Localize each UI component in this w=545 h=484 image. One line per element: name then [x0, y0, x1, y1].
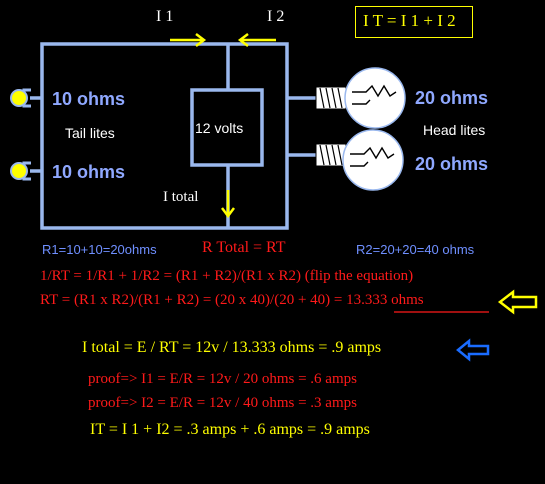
outer-loop-wire — [40, 42, 289, 230]
head-lites-label: Head lites — [423, 122, 486, 138]
formula-box — [355, 6, 473, 38]
arrow-i2 — [237, 33, 276, 47]
r-total-summary: R Total = RT — [202, 239, 286, 256]
arrow-i-total — [221, 190, 235, 219]
arrow-i1 — [170, 33, 207, 47]
equation-rt-result: 13.333 ohms — [346, 292, 424, 308]
tail-resistor-2-label: 10 ohms — [52, 162, 126, 182]
tail-lites-label: Tail lites — [65, 125, 115, 141]
battery-box — [190, 88, 264, 167]
tail-lamp-1 — [10, 88, 31, 108]
i-total-label: I total — [163, 189, 199, 205]
i1-label: I 1 — [156, 8, 174, 25]
head-resistor-1-label: 20 ohms — [415, 88, 489, 108]
head-resistor-2-label: 20 ohms — [415, 154, 489, 174]
i2-label: I 2 — [267, 8, 285, 25]
formula-box-text: I T = I 1 + I 2 — [363, 11, 456, 30]
equation-it-sum: IT = I 1 + I2 = .3 amps + .6 amps = .9 a… — [90, 421, 370, 438]
equation-rt-prefix: RT = (R1 x R2)/(R1 + R2) = (20 x 40)/(20… — [40, 292, 347, 308]
equation-rt: RT = (R1 x R2)/(R1 + R2) = (20 x 40)/(20… — [40, 292, 424, 309]
head-bulb-2 — [315, 129, 404, 191]
head-bulb-1 — [315, 67, 406, 129]
yellow-pointer-arrow — [497, 289, 538, 315]
proof-i1: proof=> I1 = E/R = 12v / 20 ohms = .6 am… — [88, 371, 357, 387]
proof-i2: proof=> I2 = E/R = 12v / 40 ohms = .3 am… — [88, 395, 357, 411]
r2-summary: R2=20+20=40 ohms — [356, 242, 475, 257]
equation-i-total: I total = E / RT = 12v / 13.333 ohms = .… — [82, 339, 382, 356]
tail-lamp-2 — [10, 161, 31, 181]
blue-pointer-arrow — [456, 338, 490, 362]
circuit-wires — [30, 42, 318, 230]
tail-resistor-1-label: 10 ohms — [52, 89, 126, 109]
equation-reciprocal: 1/RT = 1/R1 + 1/R2 = (R1 + R2)/(R1 x R2)… — [40, 268, 414, 284]
r1-summary: R1=10+10=20ohms — [42, 242, 157, 257]
source-voltage-label: 12 volts — [195, 120, 244, 136]
